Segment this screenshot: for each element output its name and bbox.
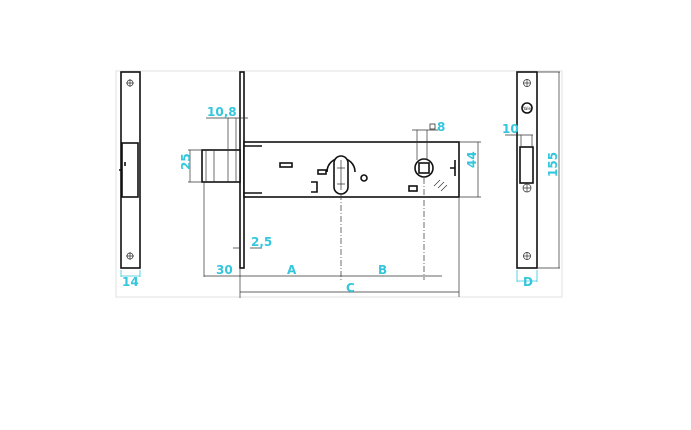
dim-30: 30 — [216, 263, 233, 277]
dim-bolt-height: 25 — [179, 153, 193, 170]
yale-logo-icon — [521, 102, 533, 114]
dim-d: D — [523, 275, 533, 289]
square-symbol-icon — [429, 123, 436, 130]
dim-strike-width: 14 — [122, 275, 139, 289]
drawing-frame — [115, 70, 563, 298]
dim-bolt-width: 10,8 — [207, 105, 237, 119]
dim-plate-thickness: 2,5 — [251, 235, 272, 249]
logo-text: Yale — [522, 106, 531, 111]
dim-b: B — [378, 263, 387, 277]
dim-faceplate-offset: 10 — [502, 122, 519, 136]
strike-plate — [119, 71, 141, 269]
dim-c: C — [346, 281, 355, 295]
lock-body — [201, 71, 460, 269]
dim-faceplate-height: 155 — [546, 152, 560, 177]
dim-a: A — [287, 263, 297, 277]
dim-body-height: 44 — [465, 151, 479, 168]
faceplate-front: Yale — [516, 71, 538, 269]
dim-spindle: 8 — [437, 120, 445, 134]
